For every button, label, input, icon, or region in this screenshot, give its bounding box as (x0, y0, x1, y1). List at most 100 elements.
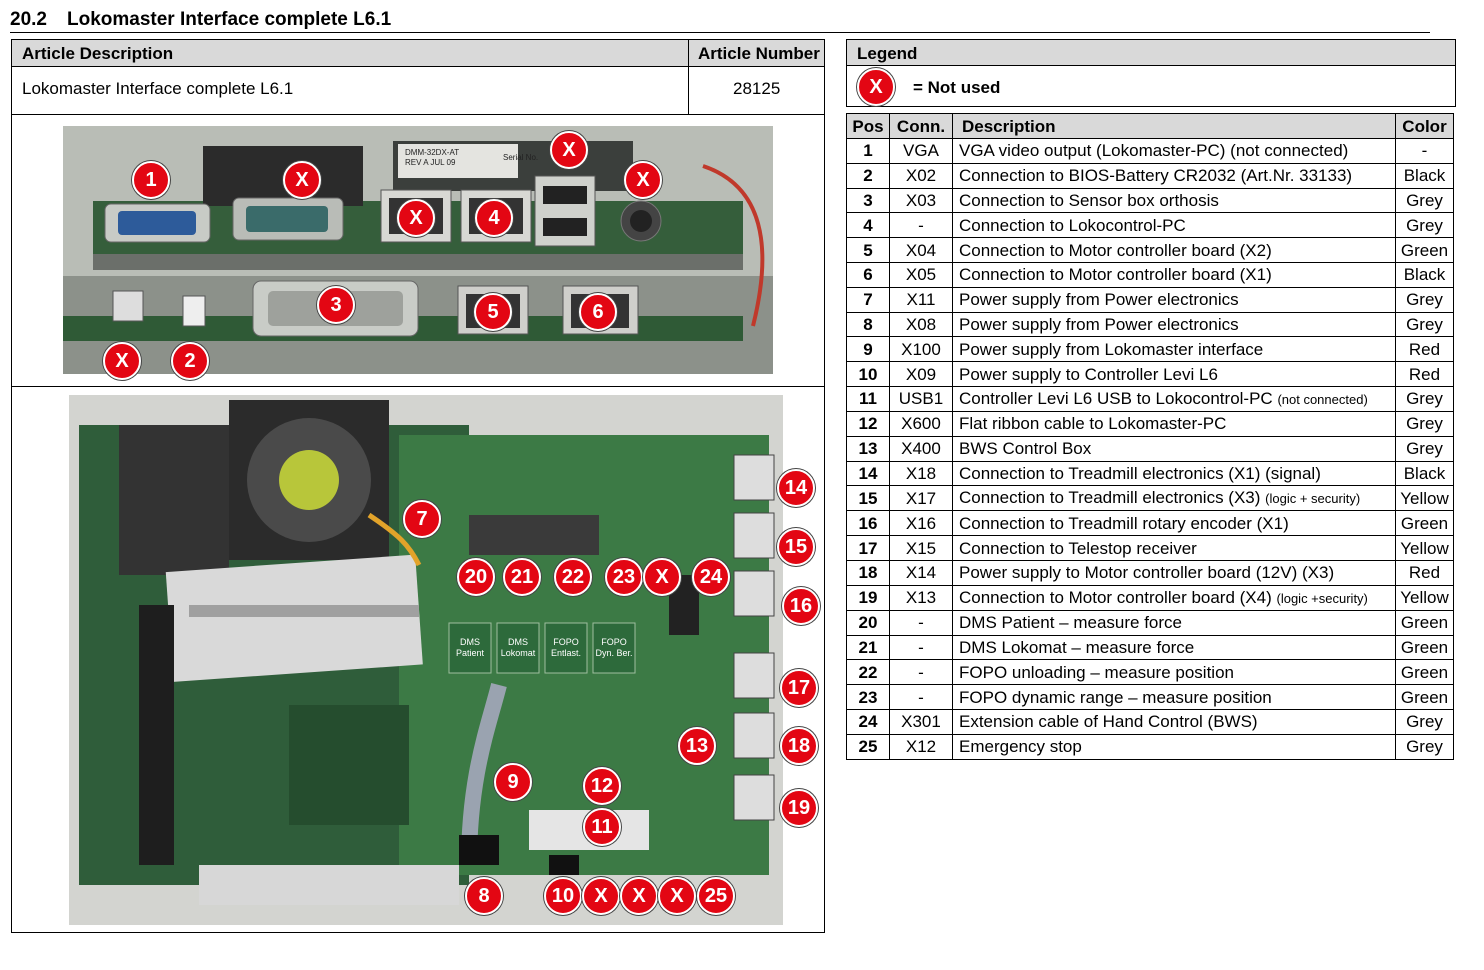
cell-description: BWS Control Box (952, 435, 1396, 462)
callout-22: 22 (554, 558, 592, 596)
cell-conn: X18 (889, 460, 953, 487)
cell-pos: 9 (846, 336, 890, 363)
cell-pos: 7 (846, 286, 890, 313)
description-text: DMS Lokomat – measure force (959, 637, 1195, 657)
board-illustration: DMS Patient DMS Lokomat FOPO Entlast. FO… (69, 395, 783, 925)
cell-description: Connection to Motor controller board (X4… (952, 584, 1396, 611)
cell-description: Flat ribbon cable to Lokomaster-PC (952, 410, 1396, 437)
sticker-line-1: DMM-32DX-AT (405, 148, 459, 157)
cell-pos: 15 (846, 485, 890, 512)
description-text: Connection to Sensor box orthosis (959, 190, 1219, 210)
cell-conn: - (889, 212, 953, 239)
cell-conn: X13 (889, 584, 953, 611)
callout-6: 6 (579, 293, 617, 331)
cell-pos: 24 (846, 708, 890, 735)
sticker-line-2: REV A JUL 09 (405, 158, 456, 167)
cell-pos: 5 (846, 237, 890, 263)
cell-conn: X16 (889, 510, 953, 537)
cell-pos: 11 (846, 385, 890, 412)
cell-color: Yellow (1395, 485, 1454, 512)
cell-pos: 2 (846, 162, 890, 189)
legend-header: Legend (847, 40, 1455, 66)
cell-color: Yellow (1395, 584, 1454, 611)
callout-16: 16 (782, 587, 820, 625)
article-table: Article Description Article Number Lokom… (11, 39, 825, 115)
cell-description: Extension cable of Hand Control (BWS) (952, 708, 1396, 735)
section-number: 20.2 (10, 9, 47, 30)
callout-10: 10 (544, 877, 582, 915)
cell-conn: - (889, 609, 953, 636)
callout-7: 7 (403, 500, 441, 538)
cell-pos: 18 (846, 559, 890, 586)
cell-conn: X400 (889, 435, 953, 462)
cell-description: FOPO dynamic range – measure position (952, 684, 1396, 710)
callout-9: 9 (494, 763, 532, 801)
cell-pos: 16 (846, 510, 890, 537)
section-title: Lokomaster Interface complete L6.1 (67, 9, 392, 30)
callout-3: 3 (317, 286, 355, 324)
cell-pos: 13 (846, 435, 890, 462)
cell-color: Green (1395, 609, 1454, 636)
cell-conn: X04 (889, 237, 953, 263)
cell-color: Yellow (1395, 535, 1454, 561)
cell-description: VGA video output (Lokomaster-PC) (not co… (952, 138, 1396, 164)
callout-x-usb: X (550, 131, 588, 169)
description-text: Connection to Telestop receiver (959, 538, 1197, 558)
cell-pos: 17 (846, 535, 890, 561)
cell-color: Green (1395, 510, 1454, 537)
legend-box: Legend X = Not used (846, 39, 1456, 107)
cell-description: Connection to Treadmill electronics (X1)… (952, 460, 1396, 487)
cell-pos: 23 (846, 684, 890, 710)
description-note: (logic +security) (1276, 590, 1368, 606)
description-text: Emergency stop (959, 737, 1082, 757)
description-text: Connection to Motor controller board (X1… (959, 265, 1272, 285)
cell-color: Green (1395, 634, 1454, 661)
description-text: VGA video output (Lokomaster-PC) (not co… (959, 141, 1349, 161)
header-color: Color (1395, 113, 1454, 139)
cell-description: Connection to Treadmill rotary encoder (… (952, 510, 1396, 537)
cell-description: FOPO unloading – measure position (952, 659, 1396, 686)
article-table-row: Lokomaster Interface complete L6.1 28125 (12, 67, 824, 114)
callout-x-bottom-2: X (620, 877, 658, 915)
cell-description: Controller Levi L6 USB to Lokocontrol-PC… (952, 385, 1396, 412)
section-heading: 20.2 Lokomaster Interface complete L6.1 (10, 6, 1430, 33)
description-text: Power supply from Power electronics (959, 290, 1239, 310)
module-23-line1: FOPO (601, 637, 627, 647)
cell-conn: X14 (889, 559, 953, 586)
cell-pos: 3 (846, 187, 890, 214)
description-note: (logic + security) (1265, 491, 1361, 507)
description-text: Power supply from Power electronics (959, 314, 1239, 334)
cell-color: Red (1395, 336, 1454, 363)
cell-pos: 14 (846, 460, 890, 487)
rear-panel-illustration: DMM-32DX-AT REV A JUL 09 Serial No. (63, 126, 773, 374)
callout-20: 20 (457, 558, 495, 596)
article-description: Lokomaster Interface complete L6.1 (22, 79, 294, 98)
module-22-line2: Entlast. (551, 648, 581, 658)
cell-conn: X03 (889, 187, 953, 214)
callout-17: 17 (780, 669, 818, 707)
cell-pos: 4 (846, 212, 890, 239)
description-text: Connection to BIOS-Battery CR2032 (Art.N… (959, 166, 1353, 186)
cell-conn: X11 (889, 286, 953, 313)
callout-24: 24 (692, 558, 730, 596)
board-sticker (398, 144, 518, 178)
cell-description: Power supply to Motor controller board (… (952, 559, 1396, 586)
module-20-line2: Patient (456, 648, 485, 658)
cell-pos: 19 (846, 584, 890, 611)
description-text: Connection to Treadmill electronics (X1)… (959, 463, 1321, 483)
cell-description: DMS Patient – measure force (952, 609, 1396, 636)
cell-conn: X02 (889, 162, 953, 189)
cell-color: Black (1395, 261, 1454, 288)
cell-pos: 1 (846, 138, 890, 164)
